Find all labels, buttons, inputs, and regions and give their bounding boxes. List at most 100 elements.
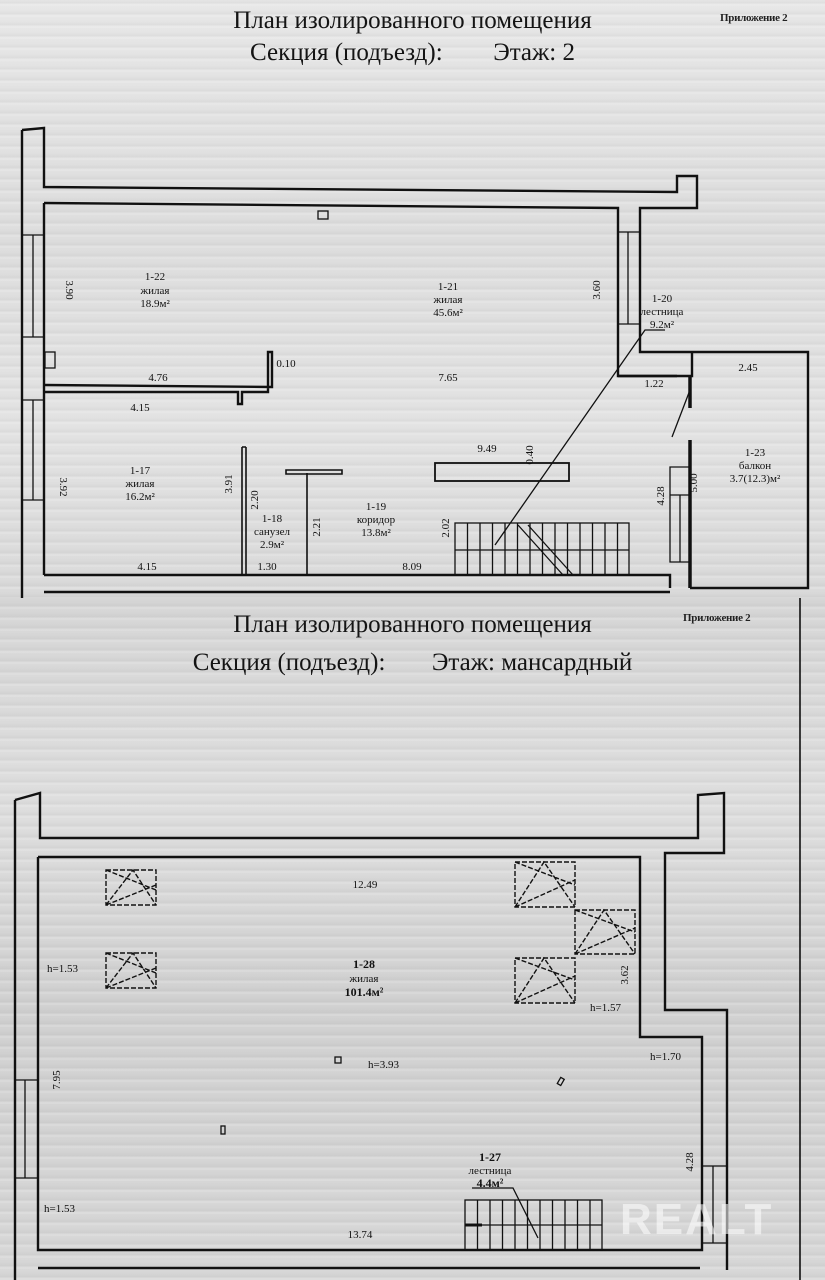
- window-left-2: [22, 399, 44, 501]
- plan-title: План изолированного помещения: [233, 7, 592, 34]
- room-area: 18.9м²: [140, 298, 170, 310]
- section-label: Секция (подъезд):: [250, 39, 443, 66]
- dimension: 3.62: [619, 965, 631, 984]
- floor-label: Этаж: мансардный: [431, 649, 633, 676]
- room-id: 1-22: [145, 271, 165, 283]
- vent-icon: [334, 1056, 342, 1064]
- stair-landing: [618, 352, 694, 378]
- dimension: 1.30: [257, 561, 277, 573]
- window-right: [702, 1165, 727, 1244]
- vent-icon: [44, 351, 56, 369]
- ceiling-height: h=3.93: [368, 1059, 399, 1071]
- plan-title: План изолированного помещения: [233, 611, 592, 638]
- ceiling-height: h=1.70: [650, 1051, 681, 1063]
- dimension: 4.76: [148, 372, 168, 384]
- room-type: жилая: [140, 285, 170, 297]
- room-id: 1-18: [262, 513, 283, 525]
- balcony-door-swing: [671, 389, 691, 438]
- dimension: 4.15: [137, 561, 157, 573]
- room-type: коридор: [357, 514, 396, 526]
- dimension: 8.09: [402, 561, 422, 573]
- bathroom-wall-left: [241, 446, 247, 575]
- skylight-icon: [514, 860, 576, 908]
- stair-leader-line: [472, 1187, 539, 1239]
- inner-wall-top: [43, 201, 677, 378]
- room-id: 1-23: [745, 447, 766, 459]
- skylight-icon: [105, 951, 157, 989]
- room-id: 1-28: [353, 957, 375, 971]
- room-type: жилая: [349, 973, 379, 985]
- ceiling-height: h=1.57: [590, 1002, 621, 1014]
- dimension: 4.28: [684, 1152, 696, 1172]
- plan-subtitle: Секция (подъезд): Этаж: 2: [0, 38, 825, 68]
- dimension: 7.65: [438, 372, 458, 384]
- dimension: 2.02: [440, 518, 452, 537]
- dimension: 7.95: [51, 1070, 63, 1090]
- dimension: 0.40: [524, 445, 536, 465]
- ceiling-height: h=1.53: [47, 963, 78, 975]
- floor-2-drawing: 1-22 жилая 18.9м² 1-21 жилая 45.6м² 1-20…: [20, 126, 810, 600]
- stair-leader-line: [494, 329, 665, 546]
- annex-label: Приложение 2: [683, 612, 751, 624]
- room-type: лестница: [641, 306, 684, 318]
- room-type: санузел: [254, 526, 291, 538]
- room-id: 1-17: [130, 465, 151, 477]
- floor-label: Этаж: 2: [493, 39, 575, 66]
- dimension: 2.21: [311, 517, 323, 536]
- dimension: 0.10: [276, 358, 296, 370]
- outer-wall: [14, 791, 729, 1270]
- staircase: [464, 1199, 603, 1251]
- skylight-icon: [514, 956, 576, 1004]
- dimension: 12.49: [353, 879, 378, 891]
- room-area: 4.4м²: [477, 1176, 504, 1190]
- room-area: 2.9м²: [260, 539, 285, 551]
- room-type: жилая: [125, 478, 155, 490]
- skylight-icon: [105, 868, 157, 906]
- room-id: 1-27: [479, 1150, 501, 1164]
- window-left-1: [22, 234, 44, 338]
- attic-drawing: 1-28 жилая 101.4м² 1-27 лестница 4.4м² 1…: [13, 598, 801, 1280]
- bathroom-wall-right: [285, 469, 343, 575]
- floor-plan-sheet-attic: План изолированного помещения Секция (по…: [0, 598, 825, 1280]
- vent-icon: [220, 1125, 226, 1135]
- room-area: 3.7(12.3)м²: [730, 473, 781, 485]
- dimension: 3.91: [223, 474, 235, 493]
- room-type: лестница: [469, 1165, 512, 1177]
- vent-icon: [556, 1076, 566, 1087]
- floor-plan-sheet-floor-2: План изолированного помещения Секция (по…: [0, 0, 825, 600]
- room-type: балкон: [739, 460, 771, 472]
- room-area: 13.8м²: [361, 527, 391, 539]
- dimension: 9.49: [477, 443, 497, 455]
- plan-subtitle: Секция (подъезд): Этаж: мансардный: [0, 648, 825, 678]
- watermark-logo: REALT: [620, 1195, 774, 1244]
- ceiling-height: h=1.53: [44, 1203, 75, 1215]
- dimension: 2.45: [738, 362, 758, 374]
- room-area: 101.4м²: [345, 985, 384, 999]
- dimension: 3.60: [591, 280, 603, 300]
- room-area: 9.2м²: [650, 319, 675, 331]
- section-label: Секция (подъезд):: [192, 649, 386, 676]
- dimension: 4.15: [130, 402, 150, 414]
- dimension: 2.20: [249, 490, 261, 510]
- staircase: [454, 522, 630, 576]
- annex-label: Приложение 2: [720, 12, 788, 24]
- dimension: 13.74: [348, 1229, 373, 1241]
- partition-beam: [434, 462, 570, 482]
- window-stair: [618, 231, 640, 325]
- skylight-icon: [574, 908, 636, 955]
- window-balcony: [669, 466, 691, 563]
- dimension: 4.28: [655, 486, 667, 506]
- room-id: 1-19: [366, 501, 387, 513]
- room-area: 45.6м²: [433, 307, 463, 319]
- room-id: 1-21: [438, 281, 458, 293]
- room-id: 1-20: [652, 293, 673, 305]
- dimension: 1.22: [644, 378, 663, 390]
- dimension: 5.00: [688, 473, 700, 493]
- bottom-wall: [44, 573, 672, 588]
- outer-wall-top: [21, 126, 810, 590]
- room-area: 16.2м²: [125, 491, 155, 503]
- wall-1-22-1-17: [43, 350, 274, 406]
- dimension: 3.90: [63, 280, 75, 300]
- vent-icon: [317, 210, 329, 220]
- window-left: [15, 1079, 38, 1179]
